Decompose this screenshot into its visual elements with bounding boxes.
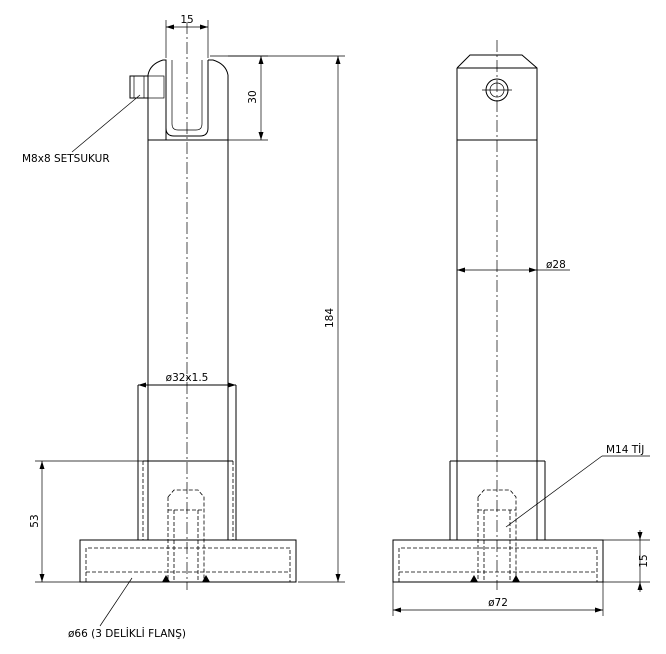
head-right-dome	[208, 59, 229, 76]
flange-inner	[398, 547, 598, 582]
arrowhead	[138, 382, 146, 388]
left-view	[79, 22, 297, 590]
fork-outer	[165, 60, 209, 137]
leader-thread	[505, 455, 603, 528]
flange-inner	[85, 547, 291, 582]
dimensions: 15 30 184 ø32x1.5 53 ø28	[29, 14, 650, 616]
arrowhead	[258, 56, 264, 64]
dim-label-flange-thickness: 15	[638, 554, 650, 567]
arrowhead	[228, 382, 236, 388]
arrowhead	[200, 24, 208, 30]
flange-outline	[79, 539, 297, 583]
setscrew-hole	[147, 75, 165, 99]
dim-label-flange-diameter: ø72	[488, 597, 508, 609]
dim-label-total-height: 184	[324, 308, 336, 328]
flange-hole-mark	[470, 575, 478, 582]
leader-setscrew	[71, 94, 141, 153]
note-flange: ø66 (3 DELİKLİ FLANŞ)	[68, 627, 186, 640]
arrowhead	[166, 24, 174, 30]
arrowhead	[595, 607, 603, 613]
note-setscrew: M8x8 SETSUKUR	[22, 153, 110, 165]
arrowhead	[258, 132, 264, 140]
leader-flange	[99, 577, 133, 627]
dim-label-base-height: 53	[29, 514, 41, 527]
setscrew-body	[129, 75, 149, 99]
arrowhead	[39, 574, 45, 582]
arrowhead	[637, 582, 643, 590]
arrowhead	[39, 461, 45, 469]
dim-label-slot-depth: 30	[247, 90, 259, 103]
arrowhead	[457, 267, 465, 273]
insert-right	[477, 489, 517, 580]
right-view	[392, 40, 604, 590]
insert-right	[167, 489, 205, 580]
note-thread: M14 TİJ	[606, 443, 644, 456]
arrowhead	[335, 56, 341, 64]
notes: M8x8 SETSUKUR ø66 (3 DELİKLİ FLANŞ) M14 …	[22, 94, 650, 640]
rod-right-edge	[456, 54, 538, 540]
dim-label-tube: ø32x1.5	[166, 372, 209, 384]
arrowhead	[529, 267, 537, 273]
flange-hole-mark	[512, 575, 520, 582]
flange-hole-mark	[162, 575, 170, 582]
head-left-dome	[147, 59, 167, 140]
flange-outline	[392, 539, 604, 583]
arrowhead	[335, 574, 341, 582]
arrowhead	[637, 532, 643, 540]
arrowhead	[393, 607, 401, 613]
dim-label-rod: ø28	[546, 259, 566, 271]
flange-hole-mark	[202, 575, 210, 582]
dim-label-top-width: 15	[180, 14, 193, 26]
